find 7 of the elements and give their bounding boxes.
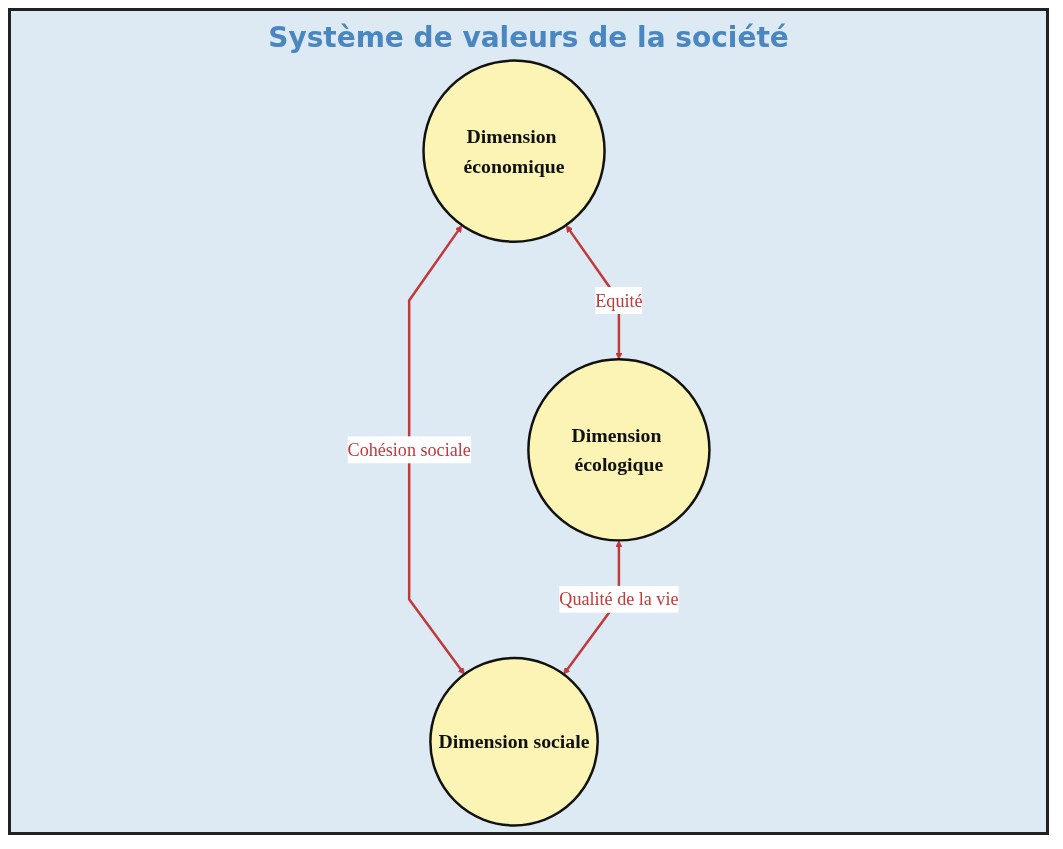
edge-label: Cohésion sociale: [347, 439, 471, 461]
edge-label: Equité: [595, 290, 643, 311]
node-circle: Dimension sociale: [429, 656, 599, 827]
arrow: [407, 225, 465, 675]
node-circle: Dimension économique: [422, 59, 606, 243]
edge-label: Qualité de la vie: [559, 588, 679, 610]
node-circle: Dimension écologique: [527, 358, 711, 542]
